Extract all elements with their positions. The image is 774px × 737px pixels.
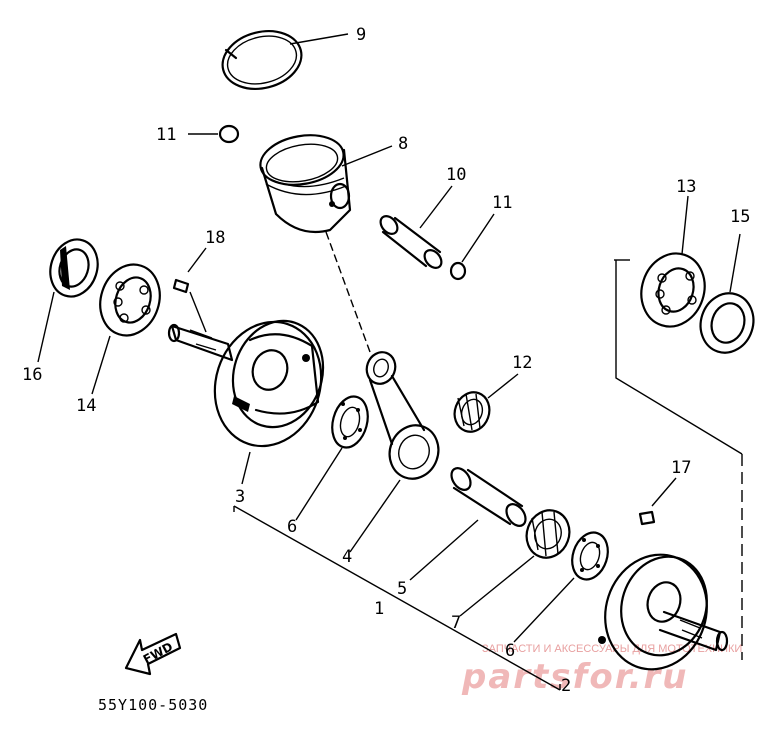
callout-7: 7 xyxy=(451,613,461,633)
piston-pin-part xyxy=(379,215,443,269)
callout-3: 3 xyxy=(235,487,245,507)
bearing-left-part xyxy=(99,263,161,337)
connecting-rod-part xyxy=(365,351,440,480)
oil-seal-left-part xyxy=(49,238,99,298)
callout-12: 12 xyxy=(512,353,532,373)
callout-10: 10 xyxy=(446,165,466,185)
leader-lines xyxy=(37,33,743,691)
callout-11-right: 11 xyxy=(492,193,512,213)
part-code: 55Y100-5030 xyxy=(98,696,208,714)
woodruff-key-part xyxy=(172,278,190,294)
callout-15: 15 xyxy=(730,207,750,227)
needle-bearing-big-part xyxy=(525,509,571,559)
callout-6-upper: 6 xyxy=(287,517,297,537)
crank-wheel-right-part xyxy=(598,553,729,671)
callout-4: 4 xyxy=(342,547,352,567)
circlip-right-part xyxy=(449,261,467,281)
callout-13: 13 xyxy=(676,177,696,197)
piston-ring-part xyxy=(221,30,303,90)
callout-11-upper: 11 xyxy=(156,125,176,145)
crank-pin-part xyxy=(450,467,527,527)
needle-bearing-small-part xyxy=(453,391,491,433)
callout-8: 8 xyxy=(398,134,408,154)
crank-wheel-left-part xyxy=(167,319,325,448)
callout-6-lower: 6 xyxy=(505,641,515,661)
washer-upper-part xyxy=(331,395,369,449)
callout-14: 14 xyxy=(76,396,96,416)
callout-16: 16 xyxy=(22,365,42,385)
callout-labels: 1 2 3 4 5 6 6 7 8 9 10 11 11 12 13 15 14… xyxy=(22,25,750,696)
callout-5: 5 xyxy=(397,579,407,599)
bearing-right-part xyxy=(640,252,706,328)
piston-part xyxy=(259,134,352,234)
key-right-part xyxy=(638,510,656,526)
callout-17: 17 xyxy=(671,458,691,478)
callout-9: 9 xyxy=(356,25,366,45)
callout-18: 18 xyxy=(205,228,225,248)
oil-seal-right-part xyxy=(699,292,755,354)
callout-1: 1 xyxy=(374,599,384,619)
callout-2: 2 xyxy=(561,676,571,696)
washer-lower-part xyxy=(571,531,609,581)
watermark-logo: partsfor.ru xyxy=(461,657,689,697)
fwd-arrow-icon: FWD xyxy=(124,632,182,676)
circlip-upper-part xyxy=(218,124,240,144)
